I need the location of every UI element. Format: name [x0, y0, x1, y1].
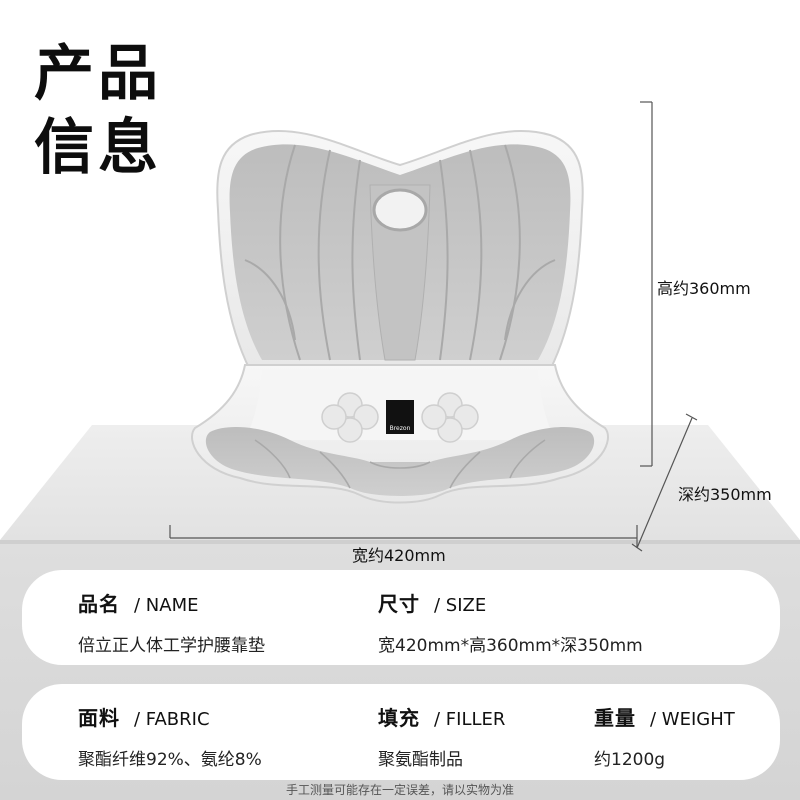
width-dimension-label: 宽约420mm — [352, 546, 446, 565]
vent-holes — [321, 392, 479, 443]
spec-card-name-size: 品名 / NAME 倍立正人体工学护腰靠垫 尺寸 / SIZE 宽420mm*高36… — [22, 570, 780, 665]
page-title-line2: 信息 — [34, 113, 162, 183]
brand-logo — [386, 400, 414, 434]
spec-weight-en: / WEIGHT — [650, 709, 735, 730]
spec-name-label: 品名 — [78, 592, 120, 616]
depth-dimension-label: 深约350mm — [678, 485, 772, 504]
spec-size-value: 宽420mm*高360mm*深350mm — [378, 636, 643, 656]
spec-weight-label: 重量 — [594, 706, 636, 730]
page-title-line1: 产品 — [34, 39, 162, 109]
spec-fabric-label: 面料 — [78, 706, 120, 730]
spec-filler-label: 填充 — [378, 706, 420, 730]
spec-fabric: 面料 / FABRIC 聚酯纤维92%、氨纶8% — [78, 702, 262, 770]
spec-fabric-value: 聚酯纤维92%、氨纶8% — [78, 750, 262, 770]
handle-hole — [372, 188, 428, 232]
spec-name-en: / NAME — [134, 595, 199, 616]
spec-weight: 重量 / WEIGHT 约1200g — [594, 702, 735, 770]
spec-card-fabric-filler-weight: 面料 / FABRIC 聚酯纤维92%、氨纶8% 填充 / FILLER 聚氨酯制品… — [22, 684, 780, 780]
dimension-lines — [169, 101, 698, 552]
spec-size-label: 尺寸 — [378, 592, 420, 616]
spec-filler: 填充 / FILLER 聚氨酯制品 — [378, 702, 505, 770]
seat-cushion — [205, 427, 595, 496]
backrest-ridges — [244, 144, 556, 361]
height-dimension-label: 高约360mm — [657, 279, 751, 298]
spec-fabric-en: / FABRIC — [134, 709, 210, 730]
spec-filler-value: 聚氨酯制品 — [378, 750, 463, 770]
svg-text:Brezon: Brezon — [390, 425, 411, 432]
spec-name: 品名 / NAME 倍立正人体工学护腰靠垫 — [78, 588, 265, 656]
spec-size: 尺寸 / SIZE 宽420mm*高360mm*深350mm — [378, 588, 643, 656]
spec-size-en: / SIZE — [434, 595, 487, 616]
spec-name-value: 倍立正人体工学护腰靠垫 — [78, 636, 265, 656]
spec-weight-value: 约1200g — [594, 750, 666, 770]
spec-filler-en: / FILLER — [434, 709, 506, 730]
measurement-disclaimer: 手工测量可能存在一定误差，请以实物为准 — [285, 783, 514, 797]
